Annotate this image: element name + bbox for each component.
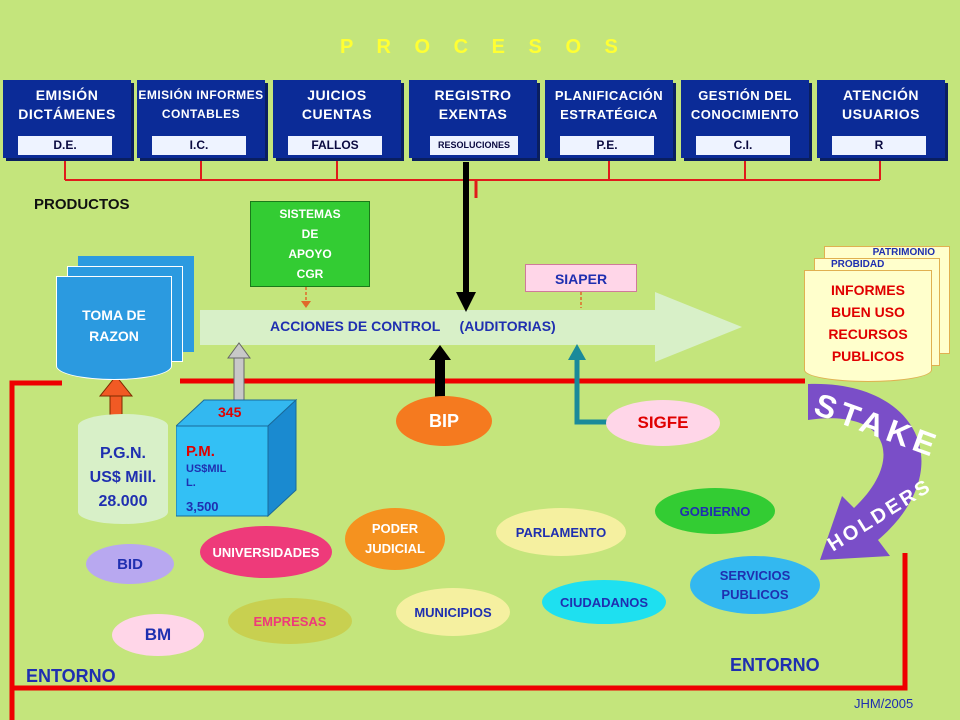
informes-back-label: PATRIMONIO — [872, 247, 935, 258]
pm-top-value: 345 — [218, 404, 242, 420]
toma-razon-doc[interactable]: TOMA DE RAZON — [56, 276, 172, 380]
sigfe-ellipse[interactable]: SIGFE — [606, 400, 720, 446]
process-label: ATENCIÓN USUARIOS — [842, 87, 920, 122]
pm-value: 3,500 — [186, 499, 219, 514]
process-label: EMISIÓN DICTÁMENES — [18, 87, 116, 122]
informes-mid-label: PROBIDAD — [831, 259, 885, 270]
acciones-control-label: ACCIONES DE CONTROL (AUDITORIAS) — [270, 318, 556, 334]
process-code: FALLOS — [287, 135, 383, 156]
pgn-cylinder[interactable]: P.G.N. US$ Mill. 28.000 — [89, 445, 157, 510]
entity-poder-judicial[interactable]: PODER JUDICIAL — [345, 508, 445, 570]
bip-ellipse[interactable]: BIP — [396, 396, 492, 446]
entorno-label-right: ENTORNO — [730, 655, 820, 675]
entity-gobierno[interactable]: GOBIERNO — [655, 488, 775, 534]
entity-universidades[interactable]: UNIVERSIDADES — [200, 526, 332, 578]
process-label: EMISIÓN INFORMES CONTABLES — [138, 88, 264, 121]
process-planificacion[interactable]: PLANIFICACIÓN ESTRATÉGICA P.E. — [545, 80, 673, 158]
process-code: D.E. — [17, 135, 113, 156]
pgn-cylinder-body — [78, 414, 168, 524]
process-code: P.E. — [559, 135, 655, 156]
sistemas-apoyo-box[interactable]: SISTEMAS DE APOYO CGR — [250, 201, 370, 287]
stakeholders-arrow — [808, 383, 922, 560]
process-gestion-conocimiento[interactable]: GESTIÓN DEL CONOCIMIENTO C.I. — [681, 80, 809, 158]
entity-ciudadanos[interactable]: CIUDADANOS — [542, 580, 666, 624]
entity-parlamento[interactable]: PARLAMENTO — [496, 508, 626, 556]
process-juicios-cuentas[interactable]: JUICIOS CUENTAS FALLOS — [273, 80, 401, 158]
entity-empresas[interactable]: EMPRESAS — [228, 598, 352, 644]
entity-municipios[interactable]: MUNICIPIOS — [396, 588, 510, 636]
process-emision-dictamenes[interactable]: EMISIÓN DICTÁMENES D.E. — [3, 80, 131, 158]
process-code: RESOLUCIONES — [429, 135, 519, 156]
acciones-arrow — [200, 292, 742, 362]
process-label: PLANIFICACIÓN ESTRATÉGICA — [554, 88, 664, 122]
process-code: R — [831, 135, 927, 156]
entity-bid[interactable]: BID — [86, 544, 174, 584]
process-label: GESTIÓN DEL CONOCIMIENTO — [690, 88, 800, 122]
process-code: C.I. — [695, 135, 791, 156]
siaper-box[interactable]: SIAPER — [525, 264, 637, 292]
author-credit: JHM/2005 — [854, 696, 914, 711]
process-label: JUICIOS CUENTAS — [301, 87, 373, 122]
productos-label: PRODUCTOS — [34, 196, 130, 213]
process-code: I.C. — [151, 135, 247, 156]
process-atencion-usuarios[interactable]: ATENCIÓN USUARIOS R — [817, 80, 945, 158]
informes-buen-uso-doc[interactable]: INFORMES BUEN USO RECURSOS PUBLICOS — [804, 270, 932, 382]
processes-title: P R O C E S O S — [340, 36, 627, 58]
process-label: REGISTRO EXENTAS — [434, 87, 512, 122]
entity-bm[interactable]: BM — [112, 614, 204, 656]
pm-units: US$MIL L. — [186, 463, 227, 489]
entorno-label-left: ENTORNO — [26, 666, 116, 686]
pm-cube[interactable] — [176, 396, 300, 520]
process-registro-exentas[interactable]: REGISTRO EXENTAS RESOLUCIONES — [409, 80, 537, 158]
process-emision-informes[interactable]: EMISIÓN INFORMES CONTABLES I.C. — [137, 80, 265, 158]
pm-label: P.M. — [186, 443, 215, 460]
entity-servicios-publicos[interactable]: SERVICIOS PUBLICOS — [690, 556, 820, 614]
